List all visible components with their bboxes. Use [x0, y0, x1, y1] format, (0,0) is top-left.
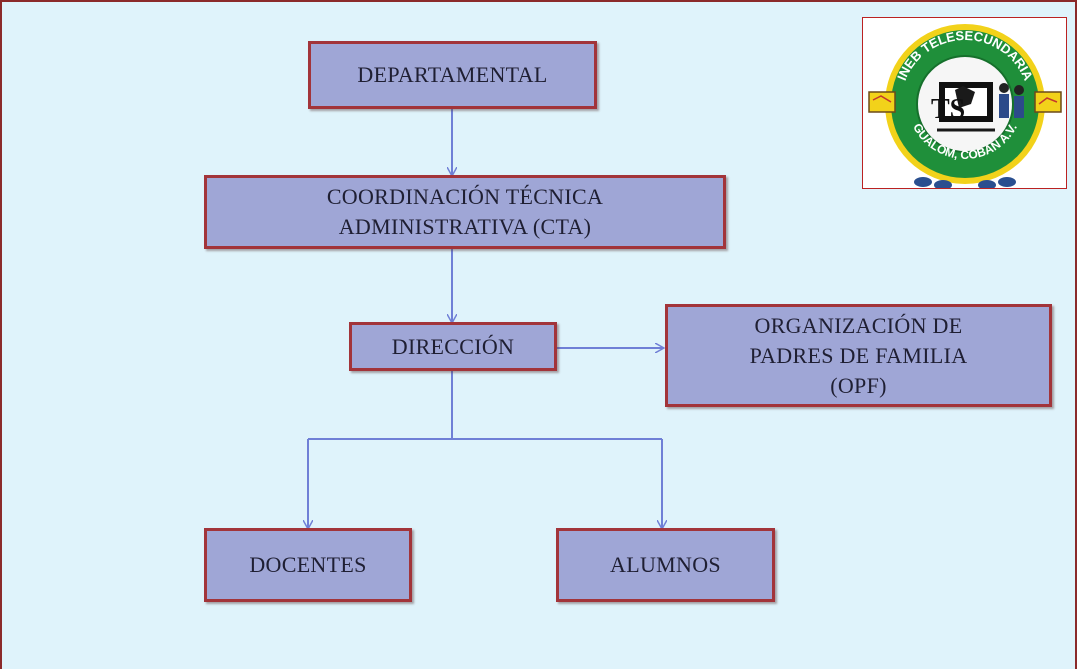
- school-seal-icon: INEB TELESECUNDARIA GUALOM, COBAN A.V. T…: [868, 24, 1062, 190]
- node-direccion-line-1: DIRECCIÓN: [391, 333, 515, 359]
- node-departamental: DEPARTAMENTAL: [308, 41, 597, 109]
- node-alumnos-line-1: ALUMNOS: [610, 552, 721, 577]
- node-docentes-line-1: DOCENTES: [249, 552, 367, 577]
- node-opf-line-3: (OPF): [830, 372, 887, 398]
- node-alumnos: ALUMNOS: [556, 528, 775, 602]
- node-docentes: DOCENTES: [204, 528, 412, 602]
- node-cta-line-1: COORDINACIÓN TÉCNICA: [326, 184, 604, 209]
- node-cta: COORDINACIÓN TÉCNICA ADMINISTRATIVA (CTA…: [204, 175, 726, 249]
- node-opf-line-2: PADRES DE FAMILIA: [749, 342, 968, 368]
- node-departamental-line-1: DEPARTAMENTAL: [357, 62, 548, 87]
- node-opf-line-1: ORGANIZACIÓN DE: [754, 312, 963, 338]
- node-direccion: DIRECCIÓN: [349, 322, 557, 371]
- node-cta-line-2: ADMINISTRATIVA (CTA): [338, 214, 592, 239]
- node-opf: ORGANIZACIÓN DE PADRES DE FAMILIA (OPF): [665, 304, 1052, 407]
- school-logo: INEB TELESECUNDARIA GUALOM, COBAN A.V. T…: [862, 17, 1067, 190]
- logo-center-mark: TS: [931, 94, 965, 125]
